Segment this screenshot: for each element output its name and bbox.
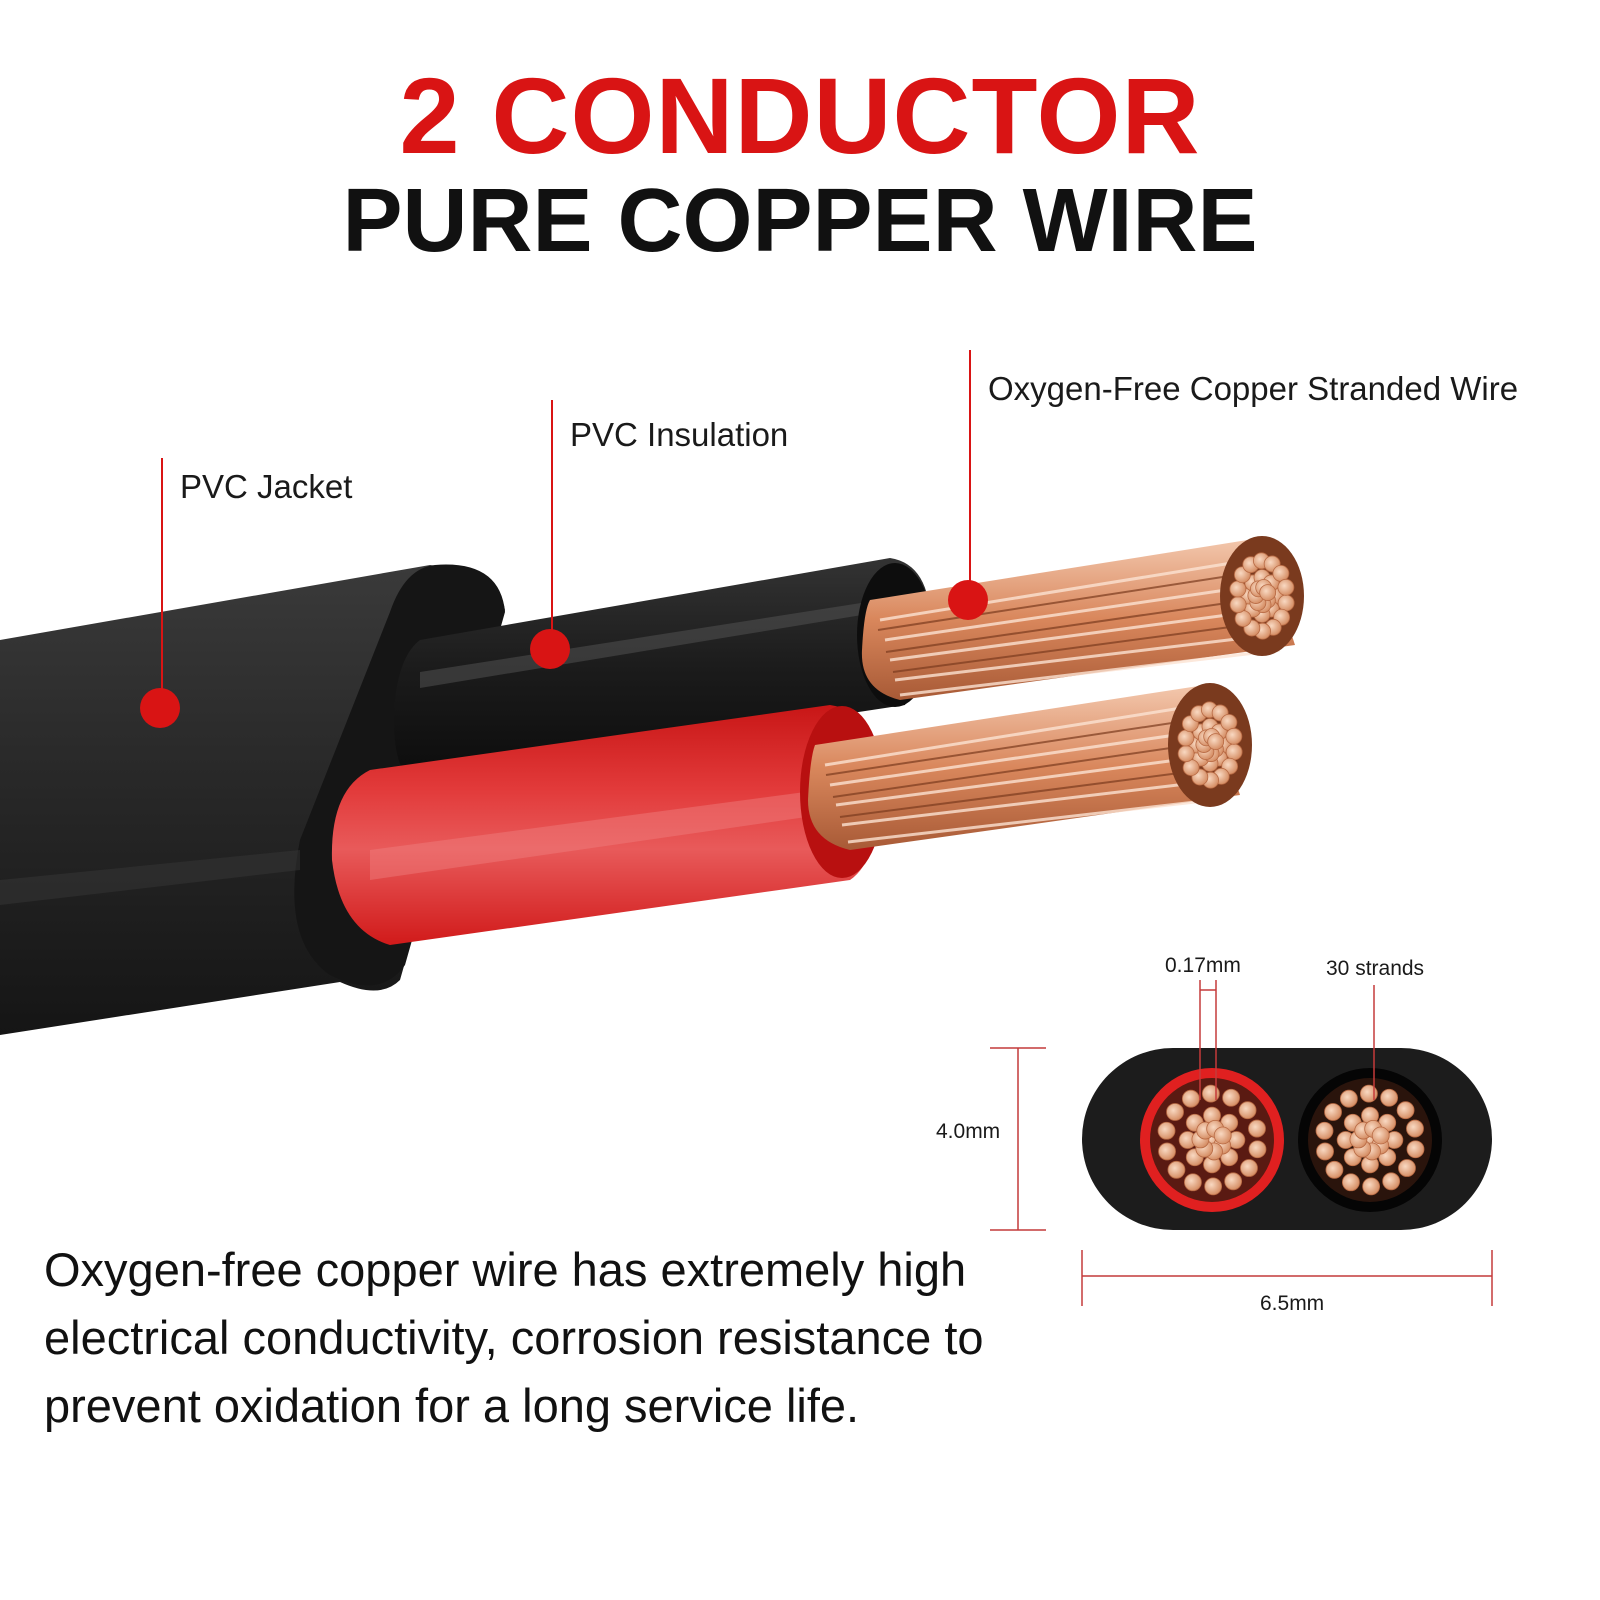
insulation-marker (530, 629, 570, 669)
strand-dot (1315, 1121, 1334, 1140)
jacket-marker (140, 688, 180, 728)
strand-dot (1177, 745, 1195, 763)
strand-dot (1362, 1177, 1381, 1196)
strand-dot (1396, 1101, 1415, 1120)
cross-section-strands (1157, 1084, 1425, 1196)
strand-ends (1177, 552, 1295, 789)
cross-section-diagram (990, 980, 1493, 1306)
strand-dot (1240, 1159, 1258, 1177)
strand-dot (1201, 1084, 1220, 1103)
strand-dot (1248, 1119, 1266, 1138)
strand-dot (1158, 1142, 1176, 1161)
dim-height: 4.0mm (936, 1120, 1001, 1143)
strand-dot (1213, 1126, 1232, 1145)
strand-dot (1157, 1121, 1176, 1140)
strand-dot (1207, 733, 1225, 750)
headline-pure-copper-wire: PURE COPPER WIRE (342, 171, 1258, 271)
label-oxygen-free-copper: Oxygen-Free Copper Stranded Wire (988, 370, 1519, 407)
label-pvc-jacket: PVC Jacket (180, 468, 353, 505)
dim-strand-count: 30 strands (1326, 957, 1425, 980)
strand-dot (1229, 596, 1247, 614)
strand-dot (1277, 594, 1295, 612)
strand-dot (1359, 1084, 1378, 1103)
strand-dot (1222, 1088, 1241, 1107)
dim-strand-diameter: 0.17mm (1165, 954, 1241, 977)
strand-dot (1406, 1140, 1425, 1159)
strand-dot (1324, 1103, 1342, 1121)
strand-dot (1371, 1126, 1390, 1145)
red-insulation (331, 705, 880, 945)
strand-dot (1325, 1160, 1344, 1179)
strand-dot (1316, 1142, 1334, 1161)
strand-dot (1177, 729, 1195, 747)
strand-dot (1341, 1173, 1360, 1192)
strand-dot (1225, 743, 1243, 761)
strand-dot (1238, 1101, 1257, 1120)
strand-dot (1229, 580, 1247, 598)
strand-dot (1166, 1103, 1184, 1121)
dim-width: 6.5mm (1260, 1292, 1325, 1315)
strand-dot (1406, 1119, 1424, 1138)
strand-dot (1398, 1159, 1416, 1177)
description-text: Oxygen-free copper wire has extremely hi… (44, 1243, 984, 1432)
strand-dot (1380, 1088, 1399, 1107)
strand-dot (1167, 1160, 1186, 1179)
strand-dot (1204, 1177, 1223, 1196)
strand-dot (1225, 727, 1243, 745)
strand-dot (1181, 1089, 1200, 1108)
conductor-marker (948, 580, 988, 620)
strand-dot (1259, 584, 1277, 601)
headline-2-conductor: 2 CONDUCTOR (399, 55, 1201, 176)
strand-dot (1248, 1140, 1267, 1159)
strand-dot (1224, 1172, 1243, 1191)
strand-dot (1382, 1172, 1401, 1191)
strand-dot (1277, 578, 1295, 596)
strand-dot (1183, 1173, 1202, 1192)
strand-dot (1339, 1089, 1358, 1108)
label-pvc-insulation: PVC Insulation (570, 416, 789, 453)
